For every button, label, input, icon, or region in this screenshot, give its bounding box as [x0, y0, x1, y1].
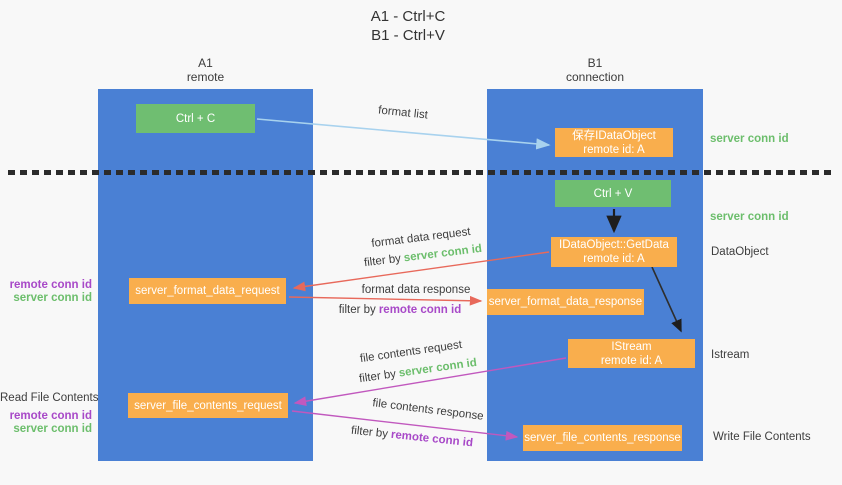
server-conn-id-label-top: server conn id [710, 133, 789, 145]
save-dataobject-node: 保存IDataObject remote id: A [555, 128, 673, 157]
save-dataobject-line2: remote id: A [583, 143, 645, 156]
server-file-contents-response-label: server_file_contents_response [524, 432, 681, 444]
server-conn-id-label-left-1: server conn id [13, 292, 92, 304]
istream-node: IStream remote id: A [568, 339, 695, 368]
istream-side-label: Istream [711, 349, 750, 361]
dataobject-label: DataObject [711, 246, 769, 258]
server-format-data-response-label: server_format_data_response [488, 296, 643, 308]
read-file-contents-label: Read File Contents [0, 392, 99, 404]
right-column-header: B1 connection [487, 56, 703, 84]
right-column-name: connection [565, 70, 625, 84]
left-column-id: A1 [198, 56, 213, 70]
left-conn-id-group-1: remote conn id server conn id [0, 279, 92, 305]
format-data-response-arrow [288, 295, 483, 306]
server-format-data-response-node: server_format_data_response [487, 289, 644, 315]
ctrl-c-node: Ctrl + C [136, 104, 255, 133]
left-column-header: A1 remote [98, 56, 313, 84]
format-list-label: format list [377, 104, 429, 122]
save-dataobject-line1: 保存IDataObject [572, 129, 656, 142]
remote-conn-id-label-2: remote conn id [9, 410, 92, 422]
file-contents-response-label: file contents response [371, 397, 485, 423]
left-conn-id-group-2: remote conn id server conn id [0, 410, 92, 436]
title-line-2: B1 - Ctrl+V [371, 27, 445, 44]
getdata-line1: IDataObject::GetData [559, 239, 669, 251]
ctrl-v-node: Ctrl + V [555, 180, 671, 207]
server-file-contents-request-node: server_file_contents_request [128, 393, 288, 418]
istream-line1: IStream [611, 340, 652, 353]
ctrl-v-label: Ctrl + V [593, 187, 633, 200]
server-file-contents-request-label: server_file_contents_request [134, 399, 282, 412]
title-line-1: A1 - Ctrl+C [370, 8, 446, 25]
istream-line2: remote id: A [600, 354, 663, 367]
server-conn-id-label-mid: server conn id [710, 211, 789, 223]
format-data-response-label: format data response [361, 284, 471, 296]
getdata-line2: remote id: A [583, 253, 645, 265]
server-conn-id-label-left-2: server conn id [13, 423, 92, 435]
diagram-title: A1 - Ctrl+C B1 - Ctrl+V [308, 7, 508, 45]
getdata-node: IDataObject::GetData remote id: A [551, 237, 677, 267]
ctrl-c-label: Ctrl + C [175, 112, 216, 125]
right-column-id: B1 [587, 56, 603, 70]
server-file-contents-response-node: server_file_contents_response [523, 425, 682, 451]
remote-conn-id-label-1: remote conn id [9, 279, 92, 291]
dotted-separator-line [8, 170, 836, 175]
left-column-name: remote [186, 70, 225, 84]
server-format-data-request-label: server_format_data_request [135, 285, 280, 297]
server-format-data-request-node: server_format_data_request [129, 278, 286, 304]
write-file-contents-label: Write File Contents [713, 431, 811, 443]
